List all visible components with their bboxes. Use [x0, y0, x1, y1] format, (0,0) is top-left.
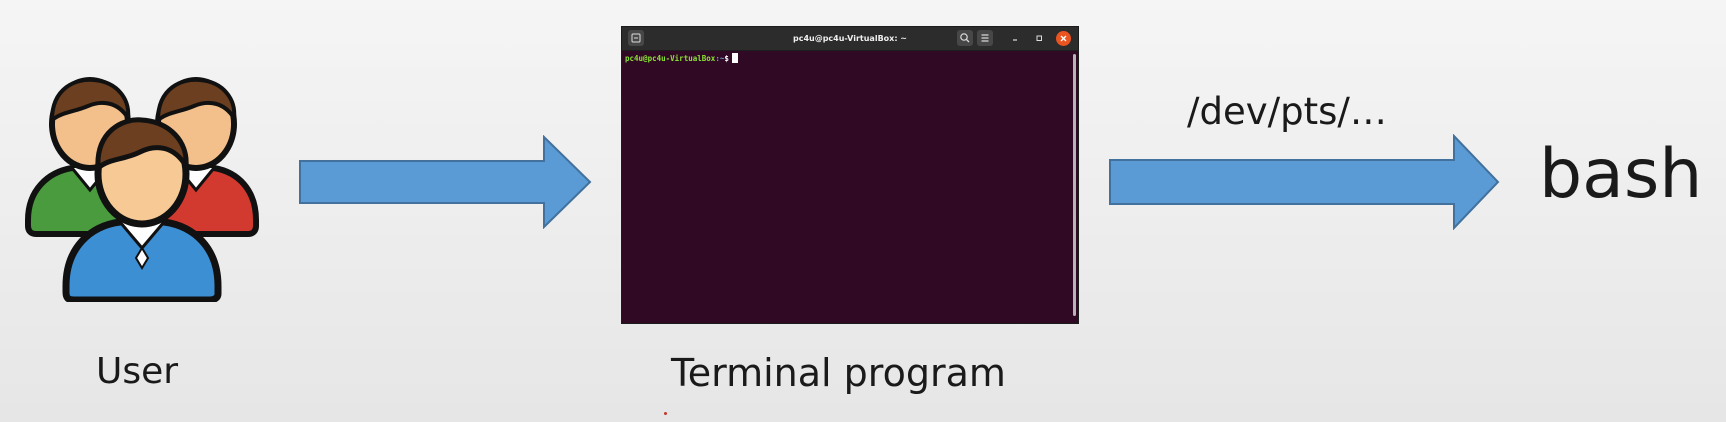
terminal-cursor: [731, 53, 738, 63]
pts-device-label: /dev/pts/…: [1187, 90, 1387, 133]
terminal-prompt[interactable]: pc4u@pc4u-VirtualBox:~$: [625, 53, 738, 65]
minimize-icon[interactable]: [1007, 30, 1023, 46]
terminal-title: pc4u@pc4u-VirtualBox: ~: [792, 34, 908, 43]
arrow-terminal-to-bash: [1109, 134, 1500, 230]
terminal-window[interactable]: pc4u@pc4u-VirtualBox: ~ pc4u@pc4u-Virtua…: [621, 26, 1079, 324]
terminal-program-label: Terminal program: [671, 351, 1006, 395]
user-label: User: [96, 351, 179, 392]
terminal-scrollbar[interactable]: [1073, 54, 1076, 316]
menu-icon[interactable]: [977, 30, 993, 46]
maximize-icon[interactable]: [1031, 30, 1047, 46]
users-group-icon: [25, 77, 259, 302]
bash-label: bash: [1539, 135, 1703, 214]
prompt-path: :~: [715, 54, 725, 63]
prompt-user-host: pc4u@pc4u-VirtualBox: [625, 54, 716, 63]
close-icon[interactable]: [1056, 31, 1071, 46]
search-icon[interactable]: [957, 30, 973, 46]
terminal-titlebar[interactable]: pc4u@pc4u-VirtualBox: ~: [622, 27, 1078, 51]
arrow-user-to-terminal: [299, 135, 592, 229]
prompt-symbol: $: [724, 54, 729, 63]
new-tab-icon[interactable]: [628, 30, 644, 46]
red-dot: [664, 412, 667, 415]
